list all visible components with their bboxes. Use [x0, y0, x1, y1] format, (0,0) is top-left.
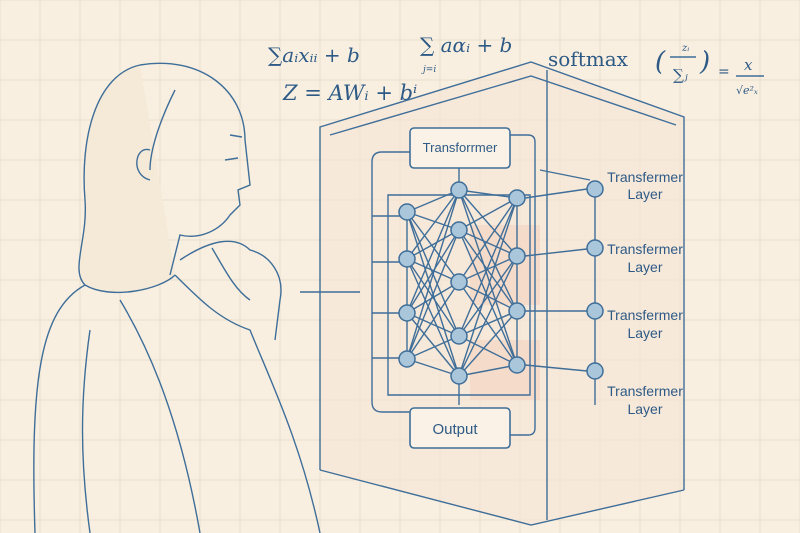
network-node: [450, 181, 468, 199]
output-box-label: Output: [432, 421, 478, 438]
softmax-label: softmax: [548, 47, 629, 71]
network-node: [508, 356, 526, 374]
paren-open: (: [655, 47, 666, 77]
softmax-denominator: ∑ⱼ: [673, 66, 688, 84]
network-edge: [458, 189, 518, 199]
network-edge: [458, 197, 518, 231]
svg-text:Layer: Layer: [627, 325, 662, 341]
network-edge: [458, 229, 518, 312]
network-edge: [406, 281, 460, 360]
network-node: [398, 203, 416, 221]
svg-text:Layer: Layer: [627, 186, 662, 202]
network-edge: [458, 229, 518, 366]
network-edge: [458, 197, 518, 337]
network-edge: [406, 335, 460, 360]
network-edge: [406, 211, 460, 231]
softmax-rhs-denominator: √e²ₓ: [736, 84, 758, 97]
network-node: [398, 350, 416, 368]
equation-z: Z = AWᵢ + bⁱ: [282, 81, 417, 105]
svg-text:Transfermer: Transfermer: [607, 169, 683, 185]
output-box: Output: [409, 407, 511, 449]
paren-close: ): [699, 47, 710, 77]
network-edge: [406, 281, 460, 314]
network-edge: [458, 197, 518, 377]
network-edge: [458, 197, 518, 283]
network-edge: [406, 229, 460, 360]
equation-weighted-sum: ∑aᵢxᵢᵢ + b: [268, 43, 360, 67]
equals-sign: =: [718, 64, 730, 80]
network-node: [508, 247, 526, 265]
network-edge: [458, 189, 518, 312]
network-edges: [406, 189, 518, 377]
transformer-box: Transforrmer: [409, 127, 511, 169]
network-node: [586, 239, 604, 257]
network-edge: [406, 258, 460, 377]
svg-text:Layer: Layer: [627, 401, 662, 417]
routing-lines: [300, 134, 596, 436]
softmax-numerator: zᵢ: [681, 43, 689, 54]
network-edge: [458, 255, 518, 283]
network-edge: [406, 189, 460, 260]
network-edge: [458, 189, 518, 366]
network-edge: [458, 189, 518, 257]
equation-sum-j-sub: j=i: [421, 65, 436, 75]
network-edge: [458, 364, 518, 377]
network-edge: [406, 189, 460, 213]
network-node: [586, 302, 604, 320]
network-node: [398, 250, 416, 268]
network-edge: [458, 335, 518, 366]
network-edge: [458, 255, 518, 377]
network-edge: [406, 229, 460, 260]
network-node: [450, 221, 468, 239]
equation-sum-j: ∑ aαᵢ + b: [420, 33, 512, 57]
woman-figure: [33, 62, 321, 533]
network-edge: [406, 358, 460, 377]
network-edge: [406, 189, 460, 314]
svg-text:Transfermer: Transfermer: [607, 383, 683, 399]
network-nodes: [398, 180, 604, 385]
network-edge: [458, 255, 518, 337]
network-edge: [406, 312, 460, 377]
svg-text:Transfermer: Transfermer: [607, 241, 683, 257]
softmax-rhs-numerator: x: [744, 56, 753, 74]
network-node: [508, 189, 526, 207]
network-edge: [406, 229, 460, 314]
network-node: [508, 302, 526, 320]
svg-text:Transfermer: Transfermer: [607, 307, 683, 323]
network-node: [450, 273, 468, 291]
network-node: [586, 362, 604, 380]
network-edge: [406, 312, 460, 337]
network-node: [586, 180, 604, 198]
network-edge: [458, 310, 518, 377]
network-node: [398, 304, 416, 322]
network-node: [450, 367, 468, 385]
network-node: [450, 327, 468, 345]
network-edge: [406, 211, 460, 283]
network-edge: [458, 229, 518, 257]
svg-text:Layer: Layer: [627, 259, 662, 275]
transformer-box-label: Transforrmer: [423, 140, 498, 155]
network-edge: [458, 310, 518, 337]
network-edge: [406, 189, 460, 360]
